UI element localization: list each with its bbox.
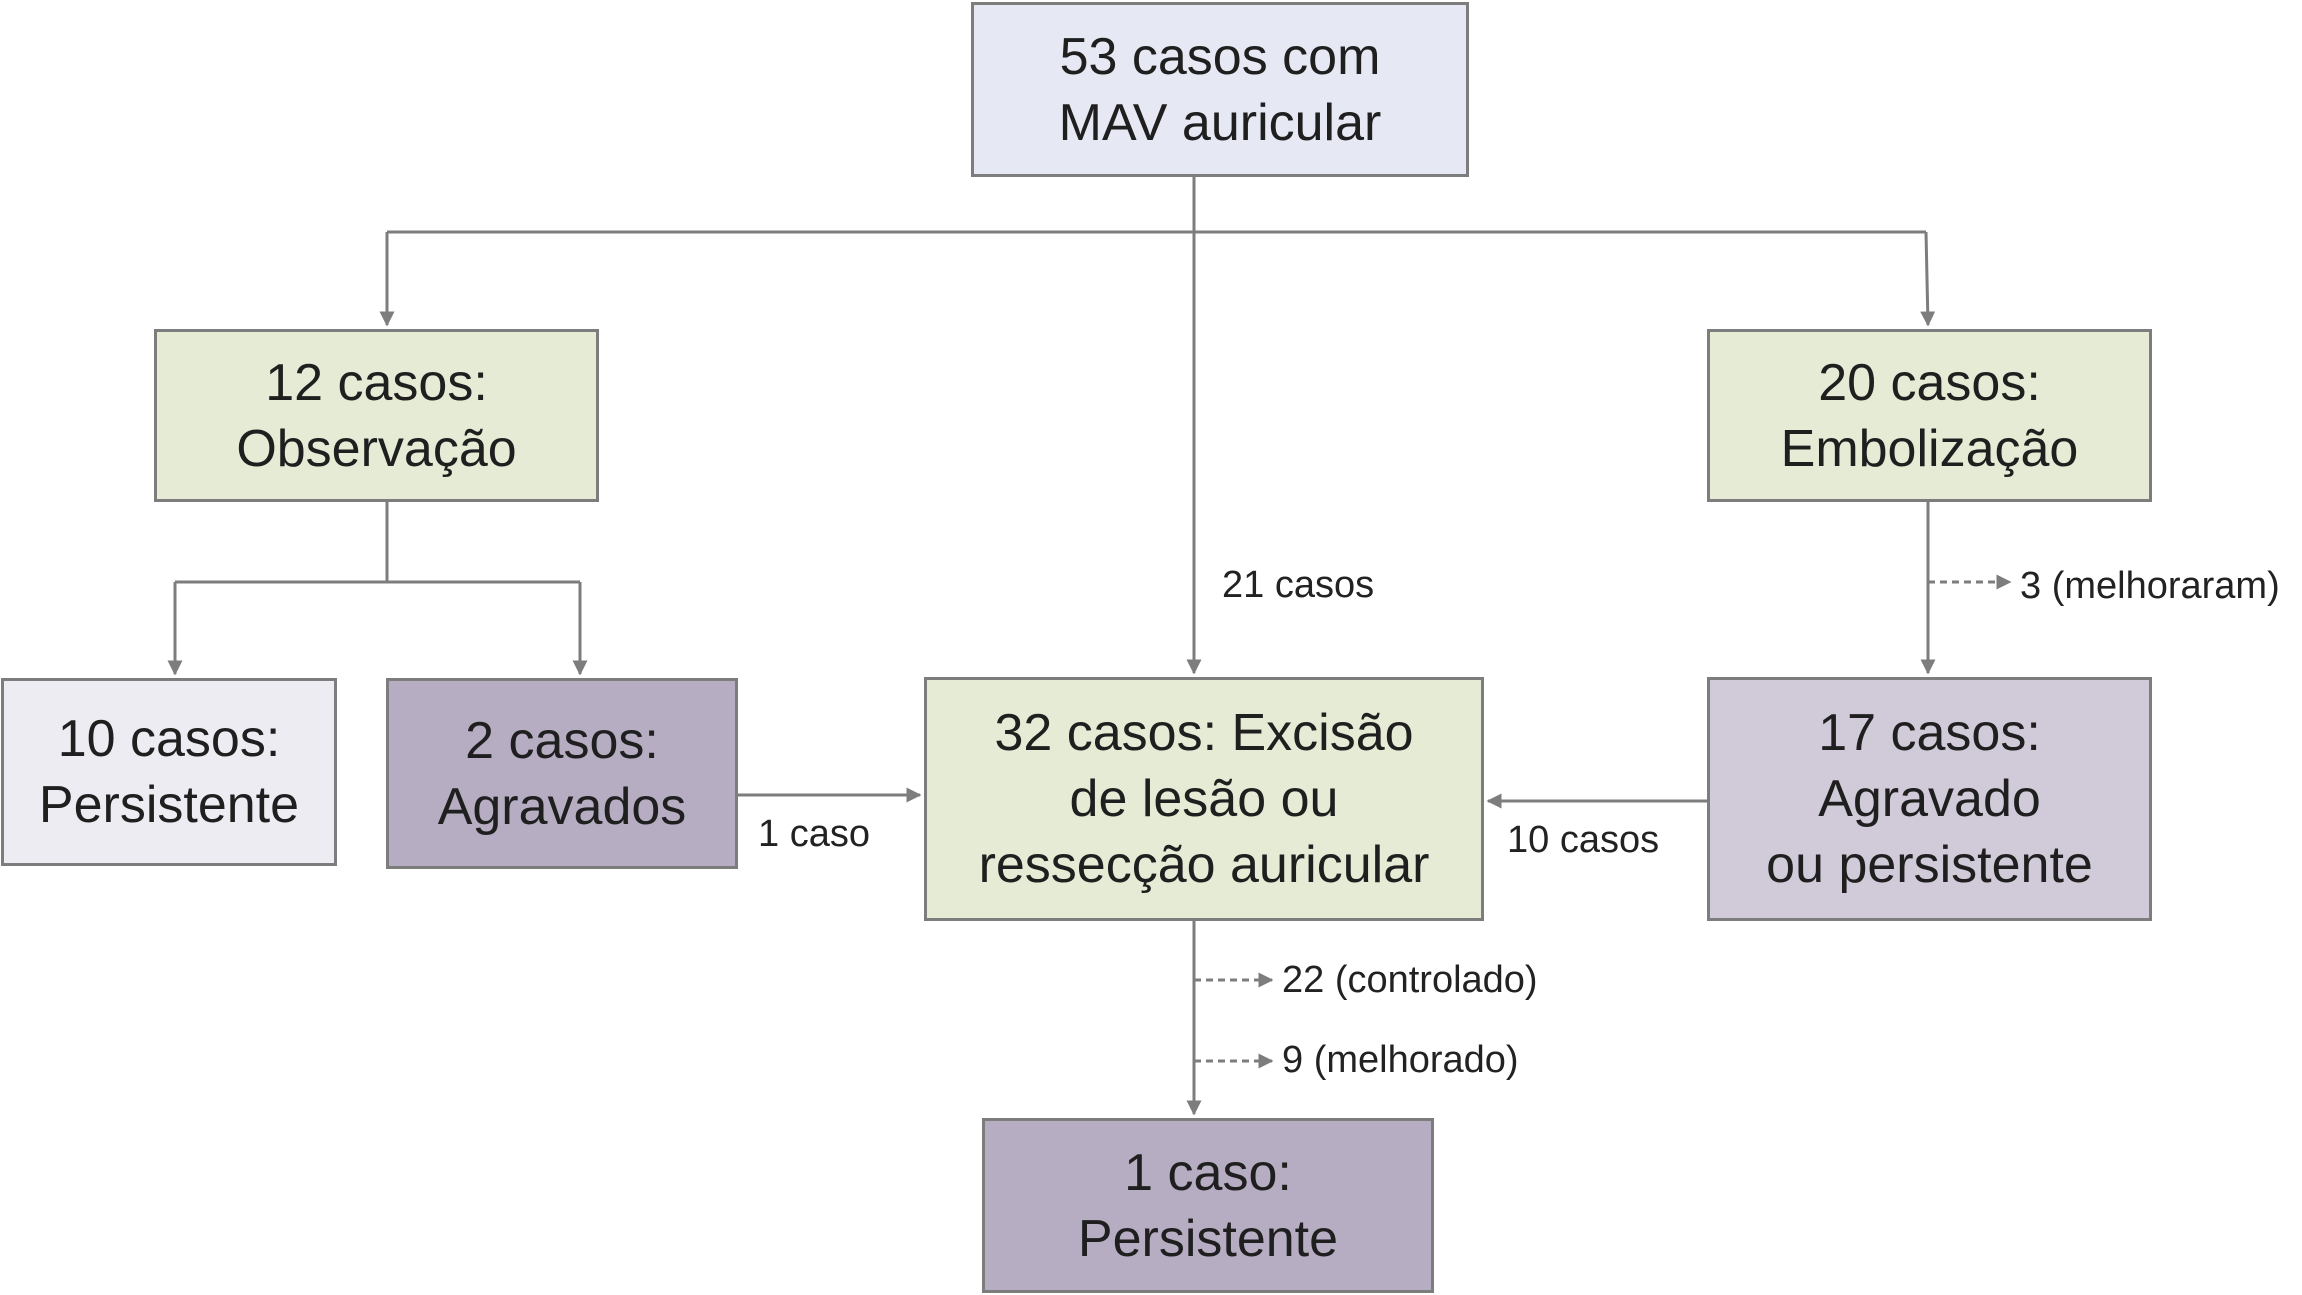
edge-label-10-casos: 10 casos: [1507, 819, 1660, 861]
edge-label-1-caso: 1 caso: [758, 813, 870, 855]
persistente-left-line-1: 10 casos:: [57, 710, 281, 768]
agravados-box: 2 casos: Agravados: [386, 678, 738, 869]
agravado-persistente-box: 17 casos: Agravado ou persistente: [1707, 677, 2152, 921]
connector-to-embolizacao: [1920, 231, 1936, 327]
observacao-line-2: Observação: [236, 419, 517, 478]
edge-label-21-casos: 21 casos: [1222, 564, 1375, 606]
persistente-left-box: 10 casos: Persistente: [1, 678, 337, 866]
embolizacao-line-1: 20 casos:: [1818, 353, 2041, 412]
agravado-persistente-line-2: Agravado: [1818, 770, 2041, 828]
edge-label-melhorado: 9 (melhorado): [1282, 1039, 1519, 1081]
edge-label-melhoraram: 3 (melhoraram): [2020, 565, 2280, 607]
observacao-line-1: 12 casos:: [265, 353, 488, 412]
persistente-final-line-2: Persistente: [1077, 1209, 1339, 1268]
embolizacao-line-2: Embolização: [1780, 419, 2079, 478]
excisao-line-3: ressecção auricular: [978, 836, 1430, 894]
excisao-box: 32 casos: Excisão de lesão ou ressecção …: [924, 677, 1484, 921]
agravados-line-1: 2 casos:: [465, 711, 659, 770]
embolizacao-box: 20 casos: Embolização: [1707, 329, 2152, 502]
root-line-2: MAV auricular: [1058, 93, 1382, 152]
excisao-line-1: 32 casos: Excisão: [994, 704, 1414, 762]
persistente-left-line-2: Persistente: [38, 776, 300, 834]
persistente-final-line-1: 1 caso:: [1124, 1143, 1292, 1202]
root-box: 53 casos com MAV auricular: [971, 2, 1469, 177]
observacao-box: 12 casos: Observação: [154, 329, 599, 502]
agravado-persistente-line-3: ou persistente: [1766, 836, 2093, 894]
root-line-1: 53 casos com: [1059, 27, 1381, 86]
persistente-final-box: 1 caso: Persistente: [982, 1118, 1434, 1293]
edge-label-controlado: 22 (controlado): [1282, 959, 1538, 1001]
excisao-line-2: de lesão ou: [1069, 770, 1339, 828]
agravados-line-2: Agravados: [437, 777, 687, 836]
agravado-persistente-line-1: 17 casos:: [1818, 704, 2041, 762]
